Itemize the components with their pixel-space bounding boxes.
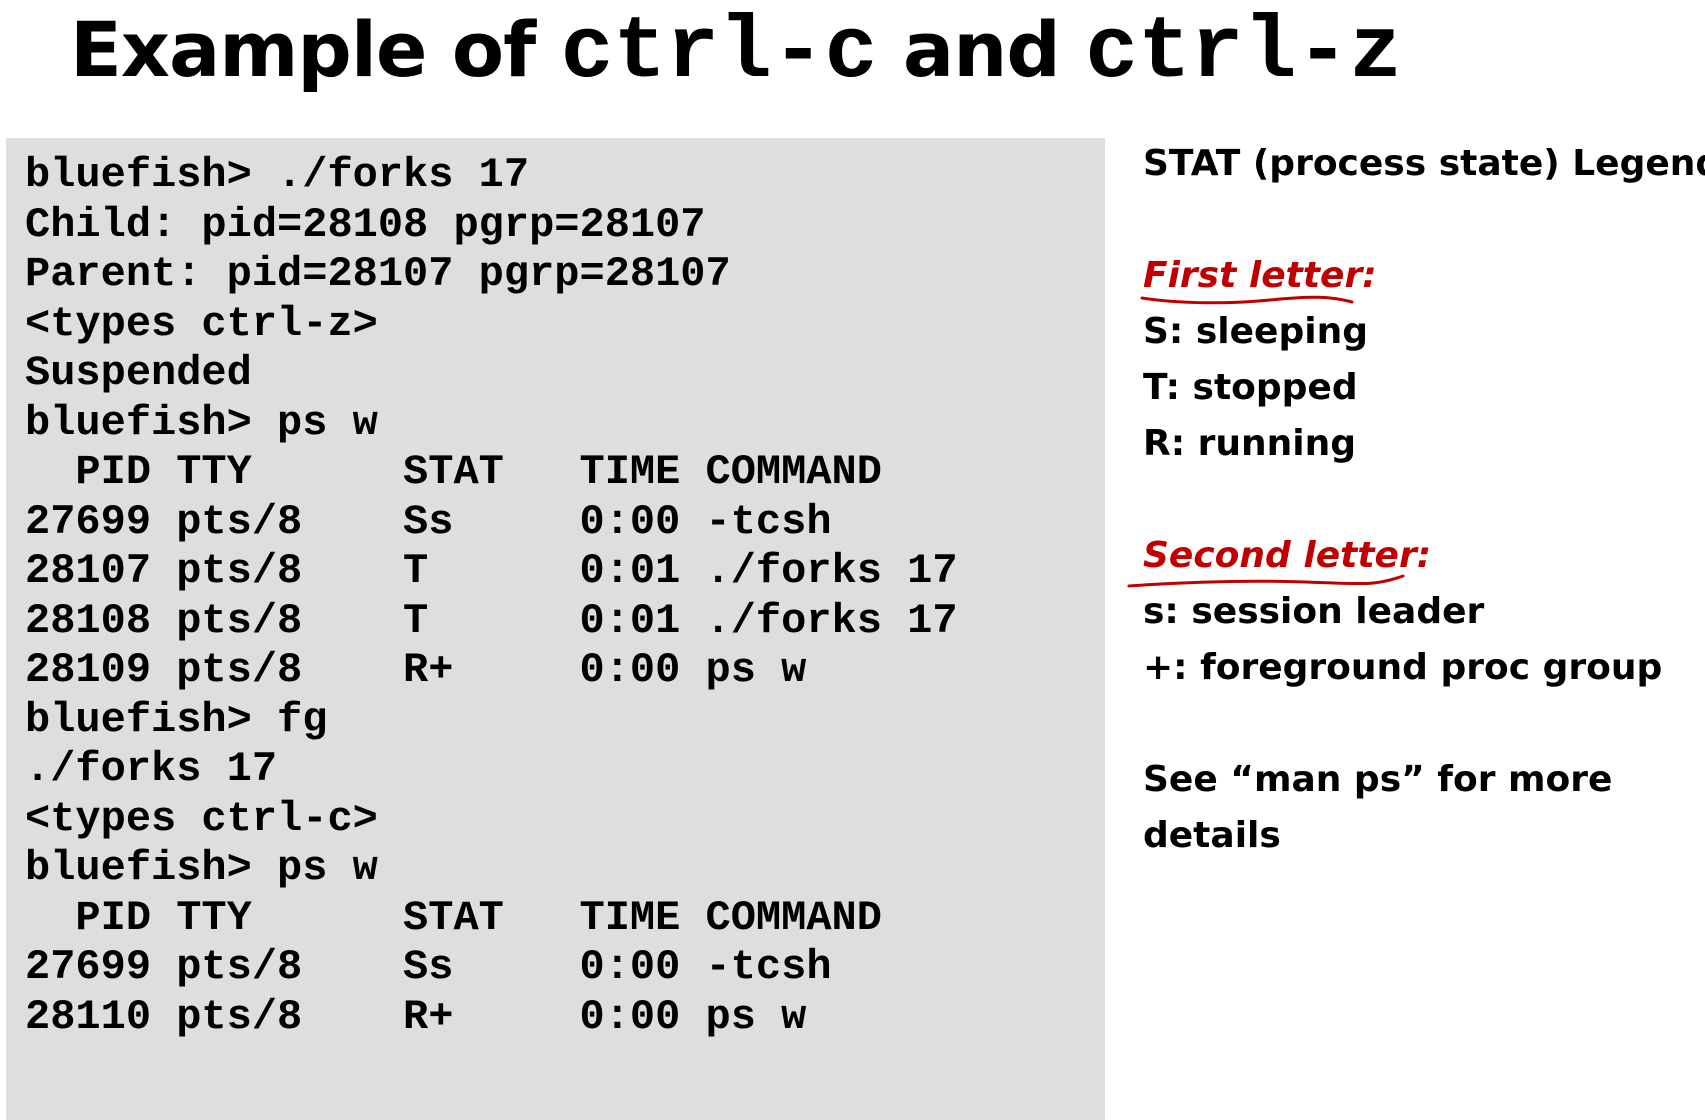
title-code-ctrl-c: ctrl-c bbox=[560, 4, 878, 103]
title-prefix: Example of bbox=[70, 5, 561, 94]
legend-spacer bbox=[1143, 696, 1703, 752]
terminal-line: 27699 pts/8 Ss 0:00 -tcsh bbox=[25, 943, 832, 991]
terminal-line: 27699 pts/8 Ss 0:00 -tcsh bbox=[25, 497, 832, 546]
legend-item: +: foreground proc group bbox=[1143, 647, 1663, 688]
terminal-line: bluefish> ps w bbox=[25, 398, 378, 447]
terminal-line: bluefish> ps w bbox=[25, 844, 378, 892]
terminal-line: PID TTY STAT TIME COMMAND bbox=[25, 893, 882, 942]
terminal-line: <types ctrl-c> bbox=[25, 794, 378, 843]
terminal-line: Child: pid=28108 pgrp=28107 bbox=[25, 200, 706, 249]
legend-item: T: stopped bbox=[1143, 367, 1358, 408]
title-middle: and bbox=[877, 5, 1086, 94]
terminal-line: <types ctrl-z> bbox=[25, 299, 378, 348]
legend-spacer bbox=[1143, 472, 1703, 528]
terminal-line: 28107 pts/8 T 0:01 ./forks 17 bbox=[25, 547, 958, 595]
first-letter-heading-row: First letter: bbox=[1143, 248, 1703, 304]
terminal-line: bluefish> fg bbox=[25, 695, 328, 744]
second-letter-heading: Second letter: bbox=[1143, 535, 1432, 576]
legend-item: s: session leader bbox=[1143, 591, 1485, 632]
second-letter-heading-row: Second letter: bbox=[1143, 528, 1703, 584]
terminal-line: 28110 pts/8 R+ 0:00 ps w bbox=[25, 992, 807, 1041]
legend-item: S: sleeping bbox=[1143, 311, 1368, 352]
terminal-line: 28108 pts/8 T 0:01 ./forks 17 bbox=[25, 596, 958, 645]
man-ps-note: See “man ps” for more details bbox=[1143, 759, 1613, 856]
stat-legend: STAT (process state) Legend: First lette… bbox=[1143, 136, 1705, 864]
legend-header: STAT (process state) Legend: bbox=[1143, 143, 1705, 184]
title-code-ctrl-z: ctrl-z bbox=[1085, 4, 1403, 103]
terminal-line: Parent: pid=28107 pgrp=28107 bbox=[25, 250, 731, 298]
legend-item: R: running bbox=[1143, 423, 1357, 464]
terminal-line: Suspended bbox=[25, 349, 252, 397]
terminal-line: ./forks 17 bbox=[25, 745, 278, 793]
first-letter-underline bbox=[1140, 295, 1354, 305]
second-letter-underline bbox=[1127, 574, 1405, 588]
slide-title: Example of ctrl-c and ctrl-z bbox=[70, 0, 1403, 103]
first-letter-heading: First letter: bbox=[1143, 255, 1377, 296]
terminal-output: bluefish> ./forks 17 Child: pid=28108 pg… bbox=[6, 138, 1105, 1120]
terminal-line: PID TTY STAT TIME COMMAND bbox=[25, 448, 882, 496]
legend-spacer bbox=[1143, 192, 1703, 248]
terminal-line: bluefish> ./forks 17 bbox=[25, 151, 530, 199]
terminal-line: 28109 pts/8 R+ 0:00 ps w bbox=[25, 646, 807, 694]
